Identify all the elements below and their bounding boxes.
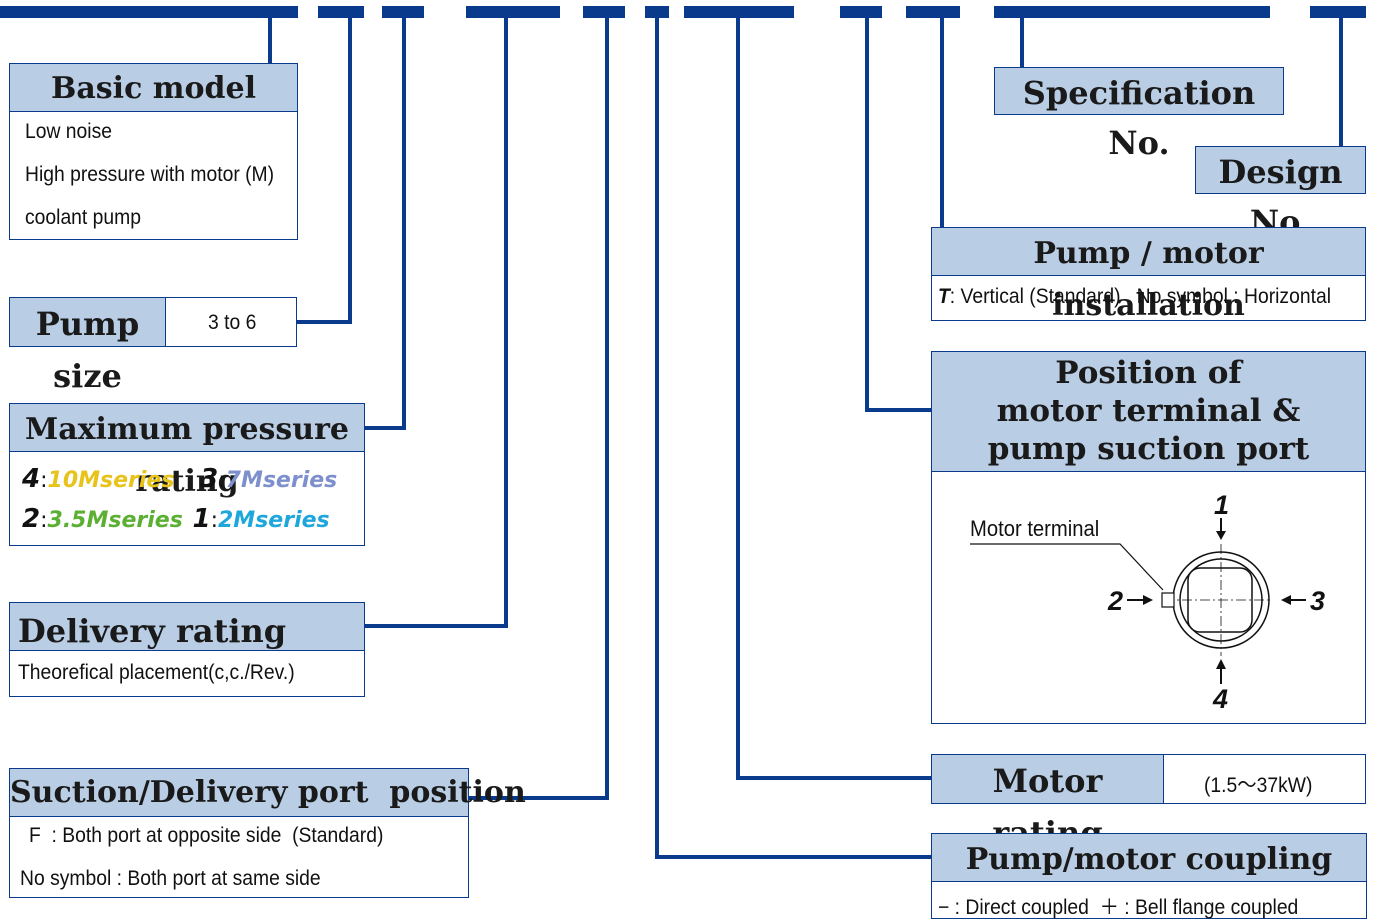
code-bar-port-position [583,6,625,18]
connector-port-position [468,18,609,800]
pressure-label-10m: 10Mseries [47,468,175,493]
terminal-position-title-line-1: Position of [1055,355,1242,391]
motor-terminal-leader [970,543,1164,591]
motor-terminal-label: Motor terminal [970,517,1099,541]
position-label-4: 4 [1212,684,1228,714]
arrow-2-head [1143,595,1153,605]
max-pressure-box: Maximum pressure rating 4:10Mseries 3:7M… [9,403,365,546]
code-bars [0,6,1366,18]
port-position-title: Suction/Delivery port position [10,769,526,817]
design-title: Design No. [1218,153,1343,241]
design-box: Design No. [1195,146,1366,241]
connector-terminal-position [865,18,932,412]
coupling-box: Pump/motor coupling − : Direct coupled ＋… [931,833,1367,919]
pump-suction-port [1187,567,1253,633]
arrow-4-head [1216,659,1226,669]
pressure-code-4: 4 [22,464,41,494]
terminal-position-title-line-2: motor terminal & [996,393,1301,429]
motor-rating-value: (1.5～37kW) [1204,774,1313,797]
arrow-3-head [1281,595,1291,605]
colon: : [210,508,218,533]
coupling-text: − : Direct coupled ＋ : Bell flange coupl… [938,896,1299,919]
basic-model-title: Basic model [10,64,297,112]
installation-code: T [938,285,950,308]
basic-model-line-3: coolant pump [25,206,142,229]
installation-title: Pump / motor installation [932,228,1365,323]
connector-motor-rating [736,18,932,780]
max-pressure-title: Maximum pressure rating [10,404,364,499]
delivery-rating-title: Delivery rating [10,603,364,651]
code-bar-pump-size [318,6,364,18]
terminal-position-diagram: Motor terminal 1 2 3 4 [970,490,1325,714]
motor-terminal-block [1161,592,1175,608]
pump-size-title: Pump size [10,298,166,395]
basic-model-box: Basic model Low noise High pressure with… [9,63,298,240]
port-position-line-1: F : Both port at opposite side (Standard… [29,824,384,847]
installation-text: : Vertical (Standard) No symbol : Horizo… [949,285,1331,308]
code-bar-design [1310,6,1366,18]
connector-delivery [364,18,508,628]
position-label-3: 3 [1310,586,1325,616]
basic-model-line-2: High pressure with motor (M) [25,163,275,186]
terminal-position-title: Position of motor terminal & pump suctio… [932,352,1365,472]
motor-rating-title: Motor rating [932,755,1164,852]
delivery-rating-text: Theorefical placement(c,c./Rev.) [18,661,295,684]
position-label-2: 2 [1107,586,1123,616]
pressure-row-1: 4:10Mseries 3:7Mseries [22,464,337,494]
pressure-row-2: 2:3.5Mseries 1:2Mseries [22,504,330,534]
motor-rating-box: Motor rating (1.5～37kW) [931,754,1366,852]
pressure-code-1: 1 [192,504,211,534]
pressure-code-3: 3 [200,464,219,494]
code-bar-coupling [645,6,669,18]
specification-box: Specification No. [994,67,1284,162]
pressure-label-3-5m: 3.5Mseries [47,508,183,533]
pump-size-value: 3 to 6 [208,311,257,334]
pump-size-box: Pump size 3 to 6 [9,297,297,395]
code-bar-motor-rating [684,6,794,18]
pressure-label-2m: 2Mseries [218,508,330,533]
code-bar-terminal-position [840,6,882,18]
code-bar-specification [994,6,1270,18]
connector-pressure [364,18,406,430]
pressure-code-2: 2 [22,504,41,534]
code-bar-delivery [466,6,560,18]
colon: : [218,468,226,493]
terminal-position-box: Position of motor terminal & pump suctio… [931,351,1366,724]
colon: : [40,508,48,533]
port-position-line-2: No symbol : Both port at same side [20,867,321,890]
terminal-position-title-line-3: pump suction port [987,431,1310,467]
installation-box: Pump / motor installation T: Vertical (S… [931,227,1366,323]
colon: : [40,468,48,493]
code-bar-installation [906,6,960,18]
connector-pump-size [296,18,352,324]
position-label-1: 1 [1214,490,1229,520]
installation-text-row: T: Vertical (Standard) No symbol : Horiz… [938,285,1331,309]
specification-title: Specification No. [1022,74,1256,162]
arrow-1-head [1216,531,1226,540]
delivery-rating-box: Delivery rating Theorefical placement(c,… [9,602,365,697]
pump-inner-circle [1179,558,1263,642]
pressure-label-7m: 7Mseries [225,468,338,493]
code-bar-basic-model [0,6,298,18]
code-bar-pressure [382,6,424,18]
basic-model-line-1: Low noise [25,120,112,143]
connector-coupling [655,18,932,859]
coupling-title: Pump/motor coupling [932,834,1366,882]
port-position-box: Suction/Delivery port position F : Both … [9,768,526,898]
